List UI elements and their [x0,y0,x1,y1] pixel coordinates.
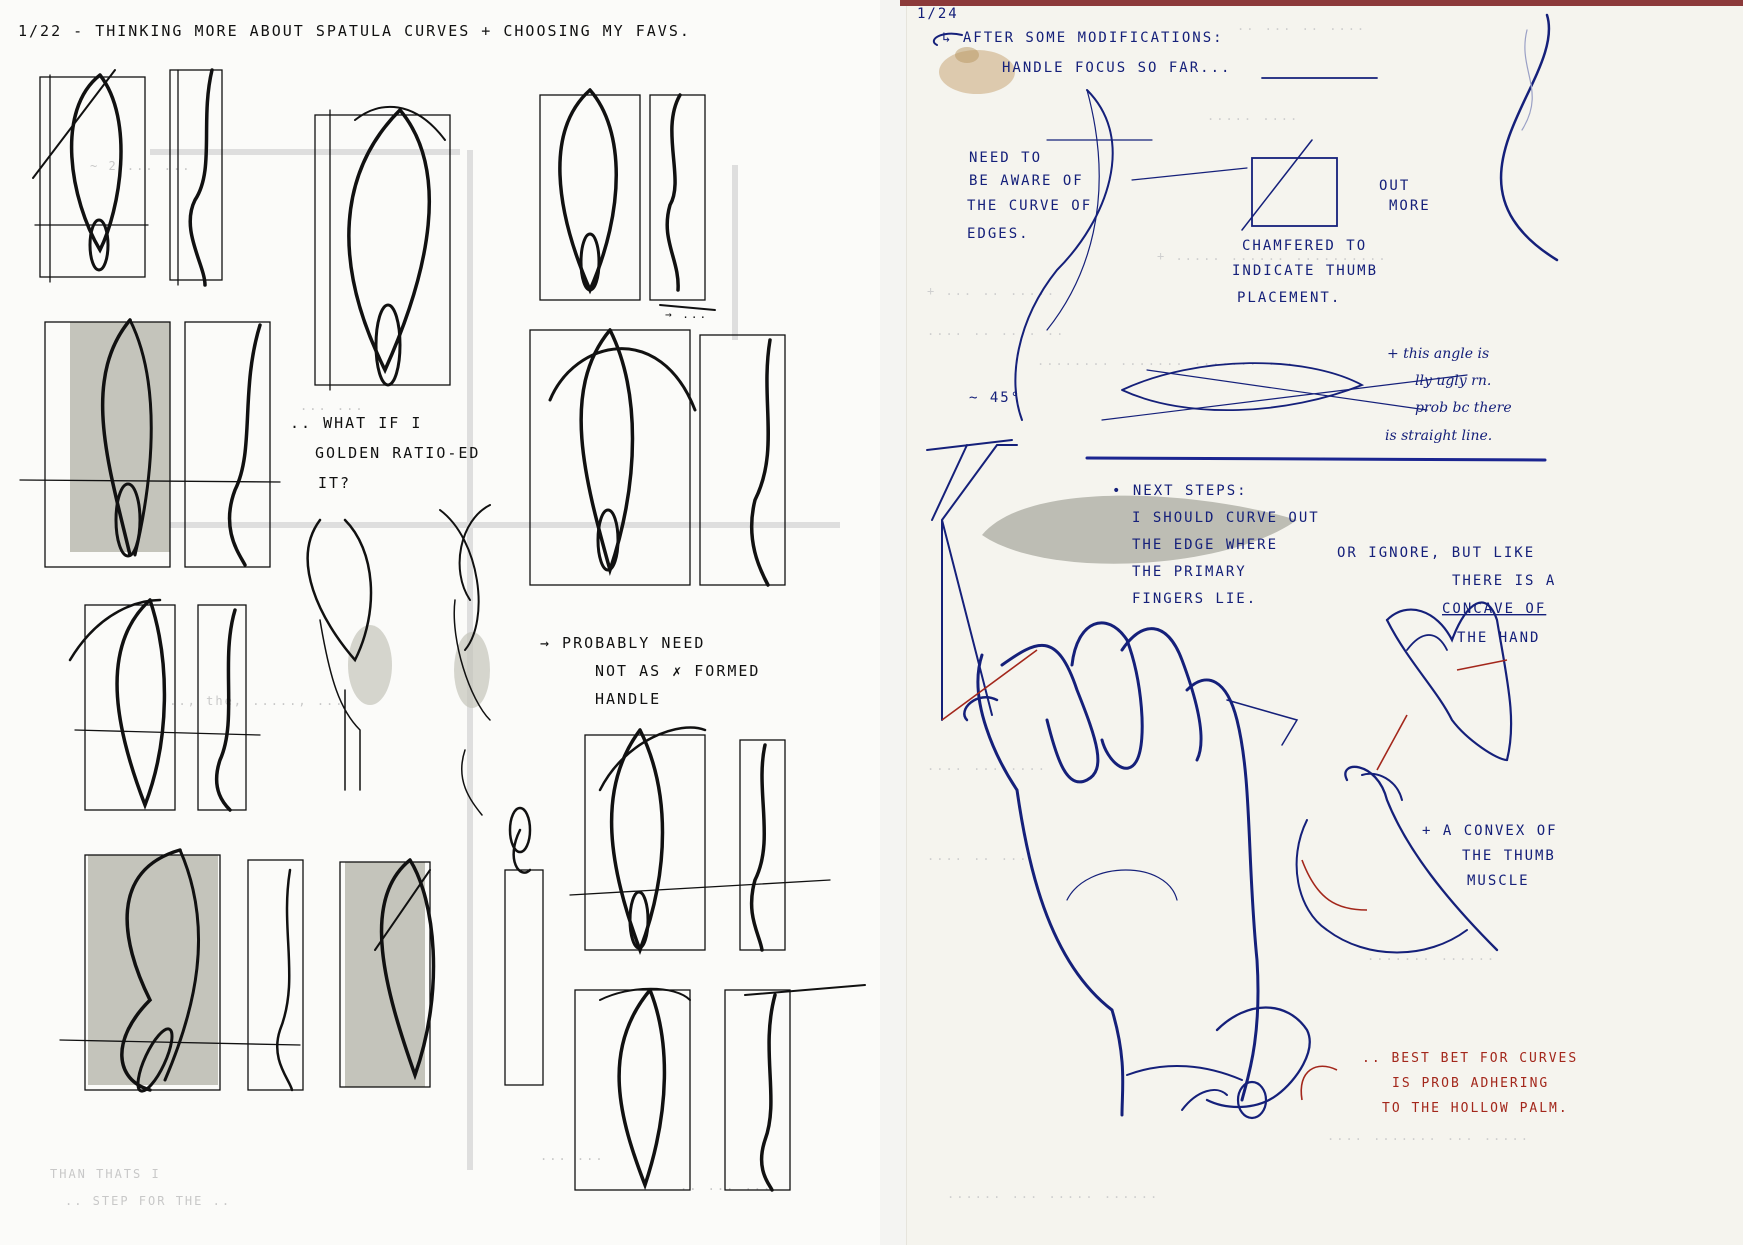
svg-text:MUSCLE: MUSCLE [1467,873,1530,889]
svg-text:BE AWARE OF: BE AWARE OF [969,173,1084,189]
svg-text:THE CURVE OF: THE CURVE OF [967,198,1092,214]
page-gap [880,0,906,1245]
svg-text:CONCAVE OF: CONCAVE OF [1442,601,1546,617]
svg-text:THE EDGE WHERE: THE EDGE WHERE [1132,537,1278,553]
svg-text:FINGERS LIE.: FINGERS LIE. [1132,591,1257,607]
svg-text:OUT: OUT [1379,178,1410,194]
spatula-sketches [19,68,866,1192]
right-header-date: 1/24 [917,6,959,22]
svg-text:THERE IS A: THERE IS A [1452,573,1556,589]
svg-text:HANDLE: HANDLE [595,690,661,708]
note-best-bet: .. BEST BET FOR CURVES IS PROB ADHERING … [1362,1051,1578,1116]
svg-text:~ 2 ... ...: ~ 2 ... ... [90,159,191,173]
page-edge-accent [900,0,1743,6]
note-edges: NEED TO BE AWARE OF THE CURVE OF EDGES. [967,150,1092,242]
coffee-stain [939,50,1015,94]
svg-text:NEED TO: NEED TO [969,150,1042,166]
svg-text:INDICATE THUMB: INDICATE THUMB [1232,263,1378,279]
svg-text:+ A CONVEX OF: + A CONVEX OF [1422,823,1558,839]
note-golden-ratio: .. WHAT IF I GOLDEN RATIO-ED IT? [290,414,480,492]
svg-text:.... .. ...: .... .. ... [927,849,1028,863]
svg-text:is straight line.: is straight line. [1385,428,1492,444]
left-sketch-page: ~ 2 ... ... ... ... ..., the, ....., ...… [18,22,866,1208]
blue-sketches [926,13,1559,1120]
svg-text:I SHOULD CURVE OUT: I SHOULD CURVE OUT [1132,510,1320,526]
svg-text:MORE: MORE [1389,198,1431,214]
svg-text:..... ....: ..... .... [1207,109,1299,123]
svg-text:.... .. .... ..: .... .. .... .. [927,324,1065,338]
red-arrows [941,649,1508,1101]
note-header: ↳ AFTER SOME MODIFICATIONS: HANDLE FOCUS… [942,30,1231,76]
svg-text:prob bc there: prob bc there [1415,400,1512,416]
ghost-text: ~ 2 ... ... ... ... ..., the, ....., ...… [50,159,772,1208]
svg-text:..., the, ....., ...: ..., the, ....., ... [160,694,345,708]
svg-text:+ this angle is: + this angle is [1387,346,1489,362]
note-small-arrow: → ... [665,308,708,321]
frame-1a [34,74,149,283]
svg-text:.. ... ...: .. ... ... [680,1179,772,1193]
svg-text:IT?: IT? [318,474,351,492]
svg-text:CHAMFERED TO: CHAMFERED TO [1242,238,1367,254]
svg-text:...... ... ..... ......: ...... ... ..... ...... [947,1187,1159,1201]
svg-text:.... ....... ... .....: .... ....... ... ..... [1327,1129,1530,1143]
svg-text:.. BEST BET FOR CURVES: .. BEST BET FOR CURVES [1362,1051,1578,1066]
note-chamfered: CHAMFERED TO INDICATE THUMB PLACEMENT. [1232,238,1378,306]
left-sketch-drawing: ~ 2 ... ... ... ... ..., the, ....., ...… [18,22,866,1208]
bleed-through-lines [150,149,840,1170]
svg-text:... ...: ... ... [300,399,365,413]
right-sketch-page: .. ... .. .... ..... .... + ..... ......… [906,0,1743,1245]
svg-text:........ ....... ....... ...: ........ ....... ....... ... [1037,354,1295,368]
svg-text:THE PRIMARY: THE PRIMARY [1132,564,1247,580]
svg-text:+ ... .. .....: + ... .. ..... [927,284,1056,298]
svg-text:THE HAND: THE HAND [1457,630,1540,646]
svg-text:↳ AFTER SOME MODIFICATIONS:: ↳ AFTER SOME MODIFICATIONS: [942,30,1224,46]
svg-text:OR IGNORE, BUT LIKE: OR IGNORE, BUT LIKE [1337,545,1535,561]
svg-text:.... ... ....: .... ... .... [927,759,1047,773]
ghost-text: .. ... .. .... ..... .... + ..... ......… [927,19,1530,1201]
svg-text:PLACEMENT.: PLACEMENT. [1237,290,1341,306]
note-convex: + A CONVEX OF THE THUMB MUSCLE [1422,823,1558,889]
svg-text:• NEXT STEPS:: • NEXT STEPS: [1112,483,1248,499]
right-sketch-drawing: .. ... .. .... ..... .... + ..... ......… [917,6,1578,1201]
svg-text:.. WHAT IF I: .. WHAT IF I [290,414,422,432]
note-next-steps: • NEXT STEPS: I SHOULD CURVE OUT THE EDG… [1112,483,1320,607]
svg-text:→ PROBABLY NEED: → PROBABLY NEED [540,634,705,652]
svg-text:EDGES.: EDGES. [967,226,1030,242]
note-handle: → PROBABLY NEED NOT AS ✗ FORMED HANDLE [540,634,760,708]
svg-text:GOLDEN RATIO-ED: GOLDEN RATIO-ED [315,444,480,462]
note-concave: OR IGNORE, BUT LIKE THERE IS A CONCAVE O… [1337,545,1556,646]
note-45: ~ 45° [969,390,1021,406]
spatula-1a [69,73,123,254]
svg-text:THE THUMB: THE THUMB [1462,848,1556,864]
svg-text:lly ugly rn.: lly ugly rn. [1415,373,1491,389]
svg-text:IS PROB ADHERING: IS PROB ADHERING [1392,1076,1549,1091]
svg-text:... ...: ... ... [540,1149,605,1163]
svg-text:TO THE HOLLOW PALM.: TO THE HOLLOW PALM. [1382,1101,1569,1116]
svg-text:THAN THATS I: THAN THATS I [50,1167,161,1181]
svg-text:.. ... .. ....: .. ... .. .... [1237,19,1366,33]
note-out-more: OUT MORE [1379,178,1431,214]
svg-text:HANDLE FOCUS SO FAR...: HANDLE FOCUS SO FAR... [1002,60,1231,76]
svg-text:.. STEP FOR THE ..: .. STEP FOR THE .. [65,1194,231,1208]
svg-text:+ ..... ...... ..........: + ..... ...... .......... [1157,249,1388,263]
left-header: 1/22 - THINKING MORE ABOUT SPATULA CURVE… [18,22,691,40]
marker-blob [982,495,1297,564]
svg-text:NOT AS ✗ FORMED: NOT AS ✗ FORMED [595,662,760,680]
note-angle: + this angle is lly ugly rn. prob bc the… [1385,346,1512,444]
